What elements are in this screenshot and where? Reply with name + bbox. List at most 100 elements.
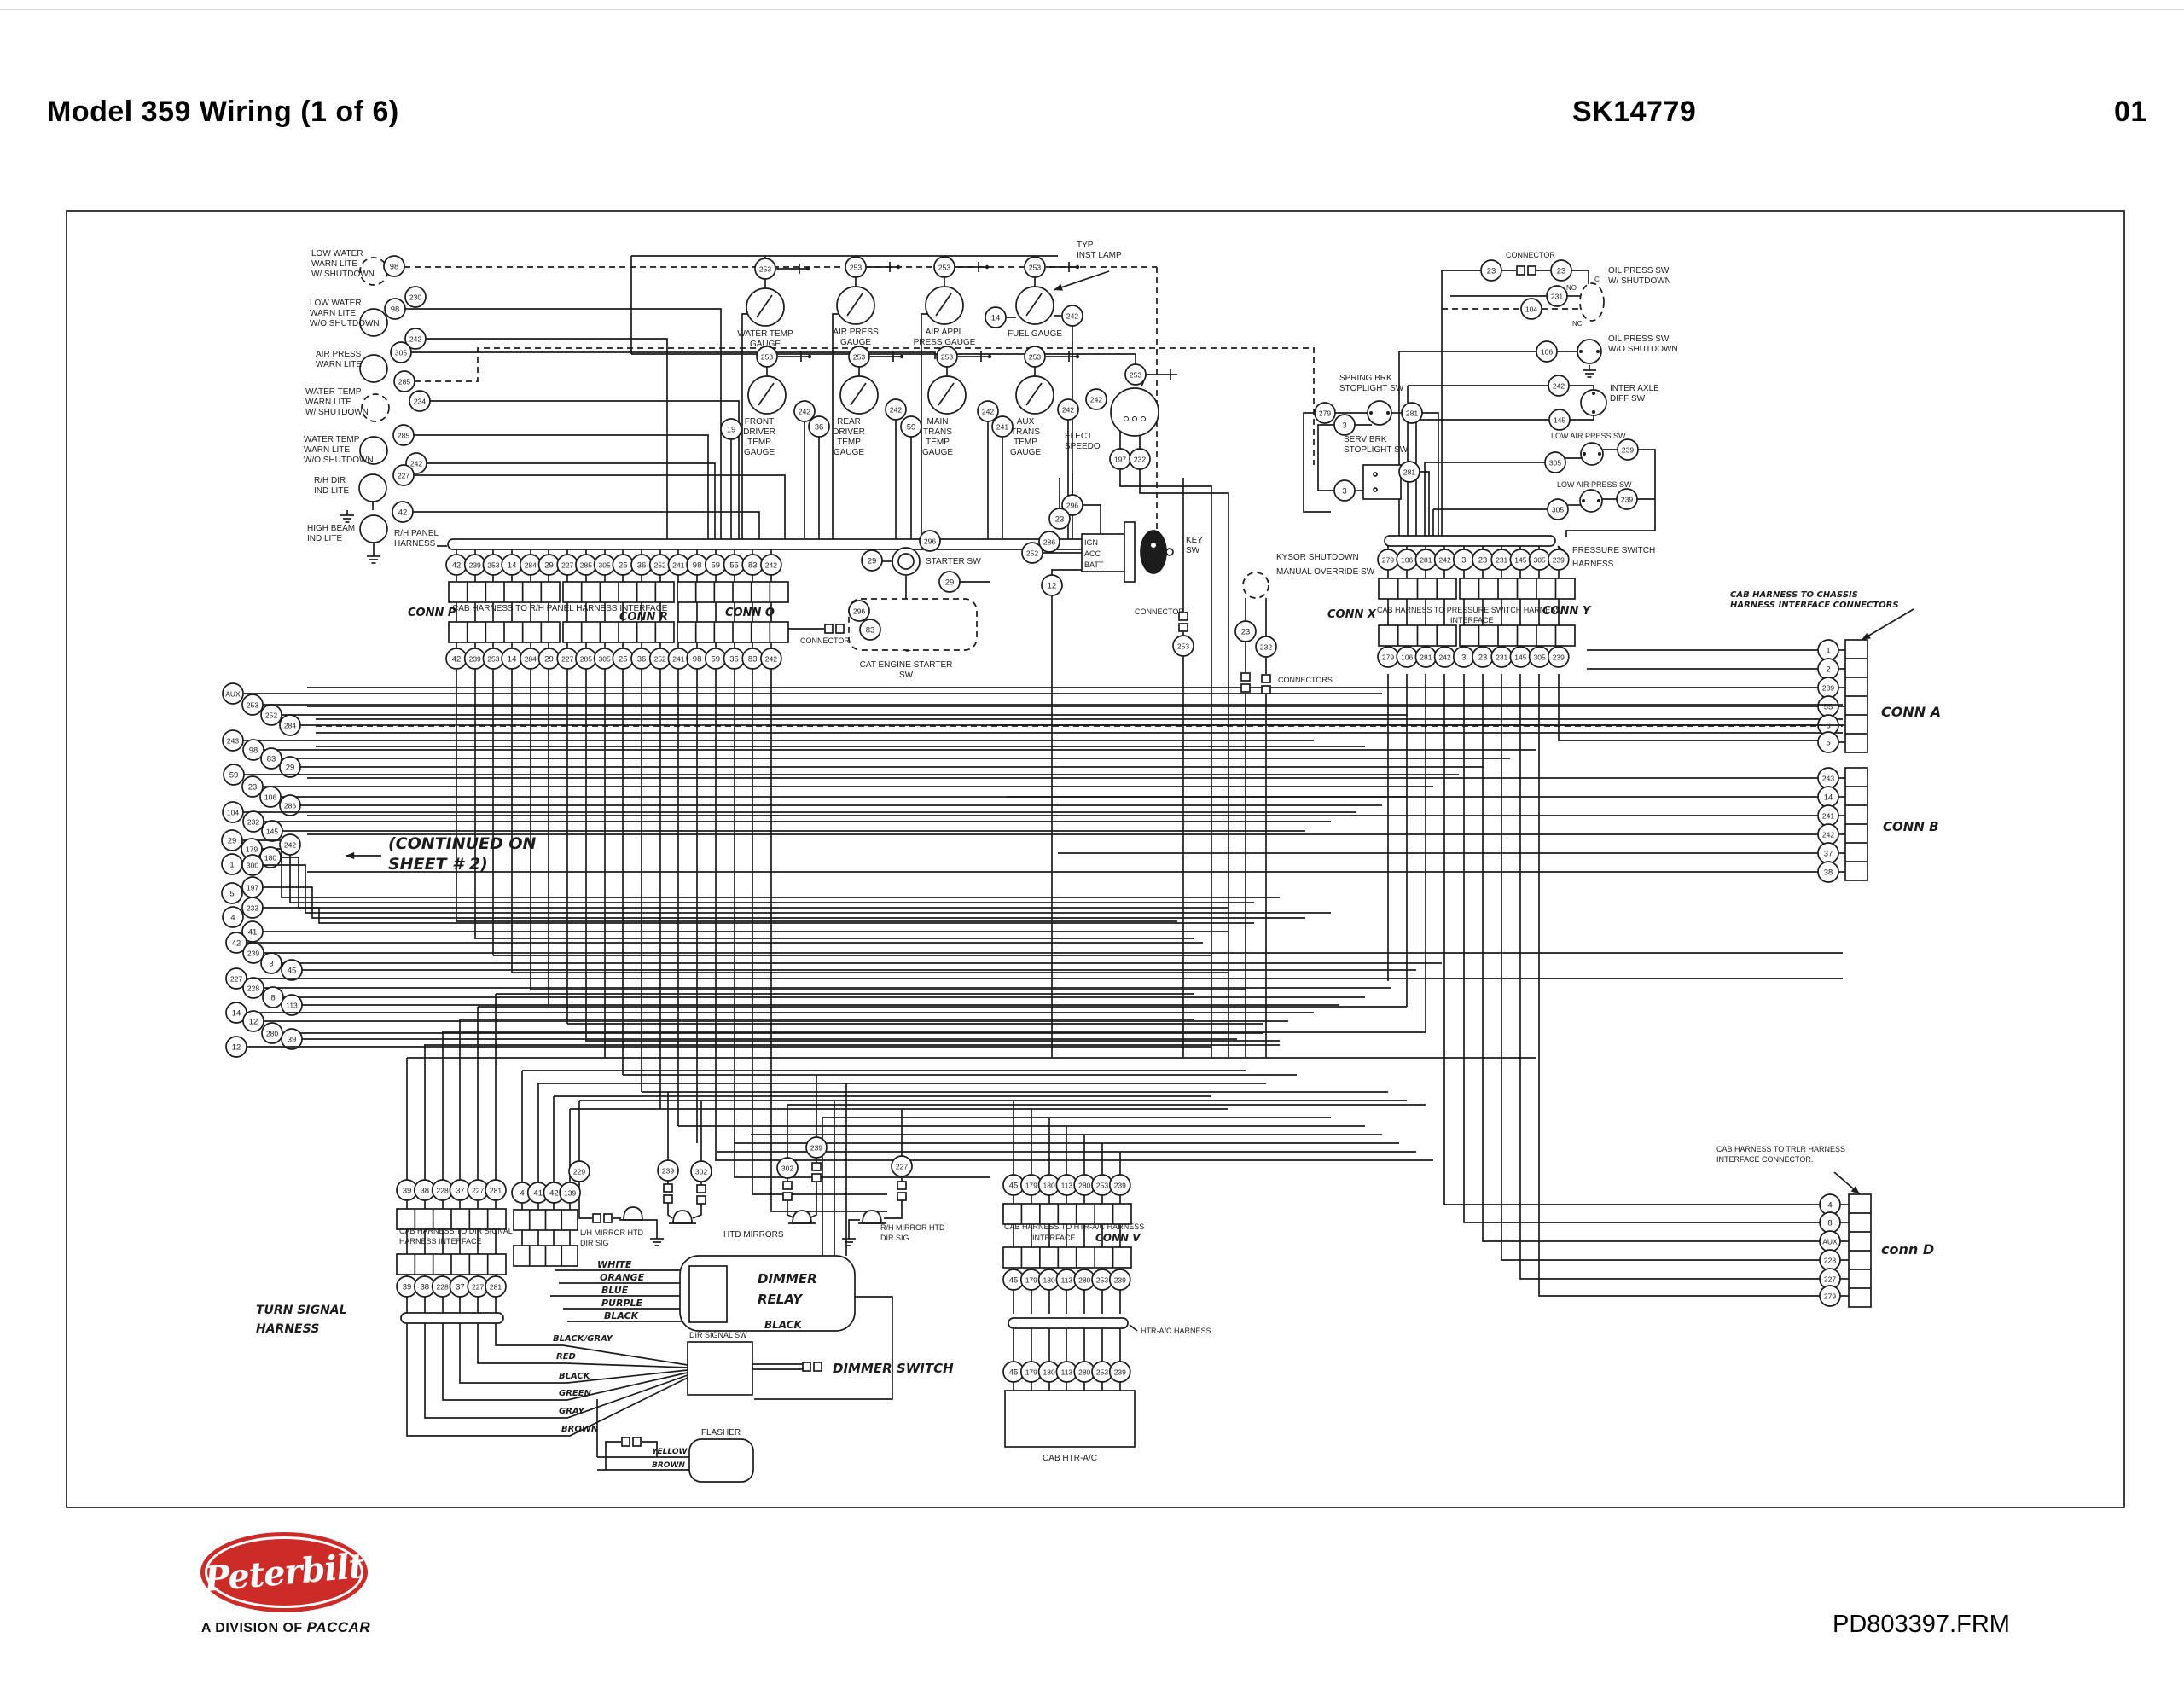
svg-text:59: 59	[712, 654, 721, 664]
diagram-label: HTD MIRRORS	[723, 1230, 784, 1240]
diagram-label: C	[1594, 276, 1600, 283]
svg-text:98: 98	[693, 654, 702, 664]
7	[1002, 1203, 1132, 1225]
wire	[1139, 469, 1229, 1058]
wire-number: 286	[1038, 531, 1060, 553]
wire-number: 281	[1398, 461, 1420, 483]
diagram-label: LOW AIR PRESS SW	[1551, 432, 1626, 440]
wire-number: 229	[568, 1160, 590, 1182]
svg-text:23: 23	[1557, 266, 1566, 276]
wire-number: 23	[1048, 508, 1071, 530]
svg-text:14: 14	[991, 313, 1001, 322]
wire	[242, 839, 1280, 898]
6	[396, 1208, 507, 1230]
wire-number: 233	[241, 897, 264, 919]
wire-number: 98	[383, 255, 405, 277]
wire	[1443, 674, 1820, 1205]
svg-text:FLASHER: FLASHER	[701, 1428, 741, 1437]
key-switch-icon	[1140, 530, 1167, 574]
wire-number: 241	[991, 415, 1014, 438]
svg-text:281: 281	[490, 1186, 502, 1194]
diagram-label: NC	[1572, 320, 1583, 328]
svg-text:NO: NO	[1566, 284, 1577, 292]
wire-number: 242	[1548, 375, 1570, 397]
wire	[1571, 270, 1589, 284]
wire	[647, 1219, 658, 1234]
wire-number: 83	[859, 619, 881, 641]
svg-text:29: 29	[868, 556, 877, 566]
wire-number: 83	[260, 747, 1510, 770]
svg-text:38: 38	[421, 1186, 430, 1195]
wire-number: 14	[225, 1002, 1314, 1024]
diagram-label: DIR SIGNAL SW	[689, 1331, 747, 1339]
svg-text:253: 253	[1029, 352, 1041, 361]
svg-text:286: 286	[284, 801, 296, 810]
svg-text:296: 296	[1066, 501, 1078, 509]
svg-text:42: 42	[232, 938, 241, 948]
wire	[1129, 1324, 1138, 1332]
svg-text:23: 23	[1055, 514, 1065, 524]
connector-symbol	[696, 1184, 706, 1205]
svg-text:INTERFACE CONNECTOR.: INTERFACE CONNECTOR.	[1716, 1155, 1813, 1164]
svg-text:TRANS: TRANS	[923, 427, 952, 437]
wire	[442, 1323, 688, 1401]
svg-text:6: 6	[1826, 721, 1830, 730]
svg-text:GAUGE: GAUGE	[922, 448, 953, 457]
svg-text:GAUGE: GAUGE	[840, 338, 871, 347]
svg-text:253: 253	[941, 352, 953, 361]
svg-text:279: 279	[1319, 409, 1331, 417]
svg-text:98: 98	[391, 305, 400, 314]
wire-number: 253	[1172, 635, 1194, 657]
svg-text:55: 55	[1824, 702, 1833, 711]
indicator-lamp	[359, 514, 388, 543]
gauge: 253	[927, 346, 992, 415]
svg-text:AIR APPL: AIR APPL	[926, 328, 964, 337]
wire	[1303, 412, 1331, 513]
wire-number: 232	[1255, 636, 1277, 658]
svg-text:39: 39	[403, 1186, 412, 1195]
svg-text:TEMP: TEMP	[1014, 438, 1037, 447]
svg-text:36: 36	[637, 560, 647, 570]
diagram-label: BLACK	[604, 1310, 640, 1321]
wire-number: 305	[1547, 498, 1569, 520]
svg-text:ELECT: ELECT	[1065, 432, 1092, 441]
annotation-arrow	[346, 851, 381, 860]
harness-bar	[447, 538, 1118, 550]
svg-text:CAB HARNESS TO CHASSIS: CAB HARNESS TO CHASSIS	[1730, 590, 1858, 600]
svg-text:CONNECTOR: CONNECTOR	[1506, 251, 1555, 259]
svg-text:STARTER SW: STARTER SW	[926, 557, 981, 566]
connector-symbol	[824, 624, 845, 634]
svg-text:243: 243	[227, 736, 239, 745]
svg-text:242: 242	[1439, 653, 1451, 661]
svg-text:180: 180	[1043, 1275, 1055, 1284]
svg-text:145: 145	[1514, 555, 1526, 564]
ground-symbol	[1583, 365, 1596, 378]
svg-text:GAUGE: GAUGE	[834, 448, 864, 457]
paccar-wordmark: PACCAR	[306, 1619, 371, 1635]
svg-text:29: 29	[544, 560, 554, 570]
svg-text:CONN V: CONN V	[1095, 1232, 1141, 1244]
diagram-label: RED	[556, 1352, 576, 1362]
diagram-label: CAB HARNESS TO HTR-A/C HARNESS	[1004, 1222, 1144, 1231]
svg-text:239: 239	[469, 654, 481, 663]
svg-text:29: 29	[286, 763, 295, 772]
svg-text:CONN X: CONN X	[1327, 608, 1377, 621]
svg-text:CAT ENGINE STARTER: CAT ENGINE STARTER	[860, 660, 953, 670]
diagram-frame	[66, 210, 2125, 1508]
svg-text:45: 45	[288, 966, 297, 975]
svg-text:23: 23	[1478, 555, 1488, 565]
svg-text:TEMP: TEMP	[747, 438, 771, 447]
peterbilt-wordmark: Peterbilt	[202, 1545, 366, 1600]
wire-number: 23	[1550, 259, 1572, 282]
wire	[692, 1203, 702, 1219]
diagram-label: FLASHER	[701, 1428, 741, 1437]
6	[562, 621, 675, 643]
svg-text:227: 227	[896, 1162, 908, 1170]
ground-symbol	[650, 1234, 664, 1246]
